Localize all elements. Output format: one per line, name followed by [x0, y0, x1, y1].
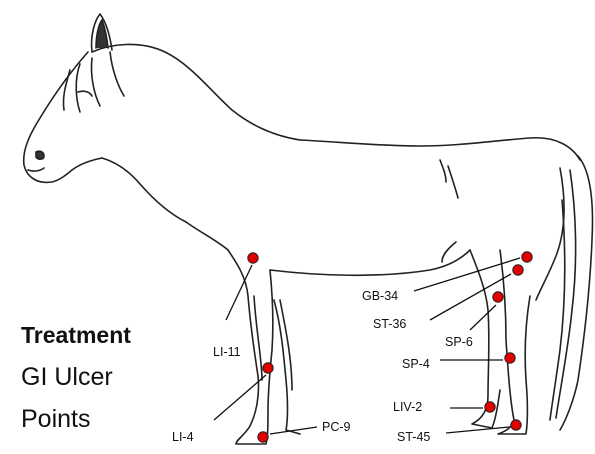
acupoint-label-sp-4: SP-4: [402, 357, 430, 371]
title-heading: Treatment: [21, 314, 131, 356]
acupoint-label-st-45: ST-45: [397, 430, 430, 444]
acupoint-label-pc-9: PC-9: [322, 420, 351, 434]
acupoint-dot-gb-34: [522, 252, 532, 262]
acupoint-dot-sp-4: [505, 353, 515, 363]
title-line-3: Points: [21, 398, 131, 440]
acupoint-label-st-36: ST-36: [373, 317, 406, 331]
acupoint-dot-st-36: [513, 265, 523, 275]
acupoint-label-li-11: LI-11: [213, 345, 241, 359]
leader-line-sp-6: [470, 305, 496, 330]
acupoint-label-gb-34: GB-34: [362, 289, 398, 303]
acupoint-dot-pc-9: [258, 432, 268, 442]
acupoint-dot-li-11: [248, 253, 258, 263]
leader-lines: [214, 258, 520, 434]
acupoint-dot-sp-6: [493, 292, 503, 302]
acupoint-dot-st-45: [511, 420, 521, 430]
acupoint-label-liv-2: LIV-2: [393, 400, 422, 414]
acupoint-label-sp-6: SP-6: [445, 335, 473, 349]
title-line-2: GI Ulcer: [21, 356, 131, 398]
acupoint-dot-liv-2: [485, 402, 495, 412]
diagram-title: Treatment GI Ulcer Points: [21, 314, 131, 440]
acupoint-label-li-4: LI-4: [172, 430, 194, 444]
acupoint-dot-li-4: [263, 363, 273, 373]
leader-line-st-45: [446, 427, 509, 433]
